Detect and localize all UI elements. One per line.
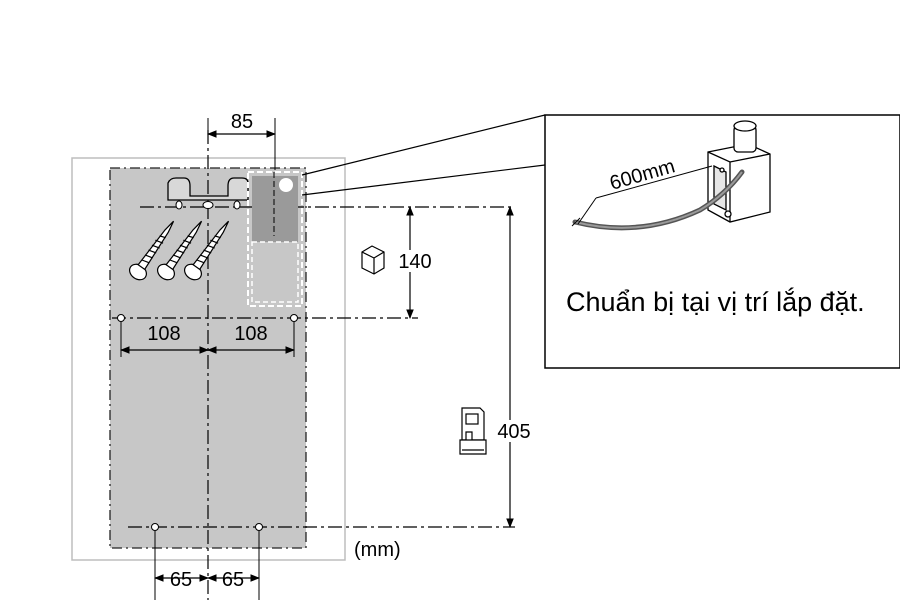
dim-140-label: 140 <box>398 251 431 273</box>
callout-instruction: Chuẩn bị tại vị trí lắp đặt. <box>566 287 865 317</box>
dim-108-right-label: 108 <box>234 323 267 345</box>
outlet-zone-outline <box>247 171 303 307</box>
dim-85-label: 85 <box>231 111 253 133</box>
dim-65-left-label: 65 <box>170 569 192 591</box>
electrical-box-icon <box>707 120 771 223</box>
dim-405-label: 405 <box>497 421 530 443</box>
box-device-icon <box>361 245 385 275</box>
dim-108-left-label: 108 <box>147 323 180 345</box>
mounting-bracket <box>167 177 249 210</box>
cable-hole <box>279 178 293 192</box>
unit-label: (mm) <box>354 539 401 561</box>
dim-65-right-label: 65 <box>222 569 244 591</box>
wood-screw-icon <box>129 220 230 281</box>
hand-dryer-icon <box>459 407 487 455</box>
